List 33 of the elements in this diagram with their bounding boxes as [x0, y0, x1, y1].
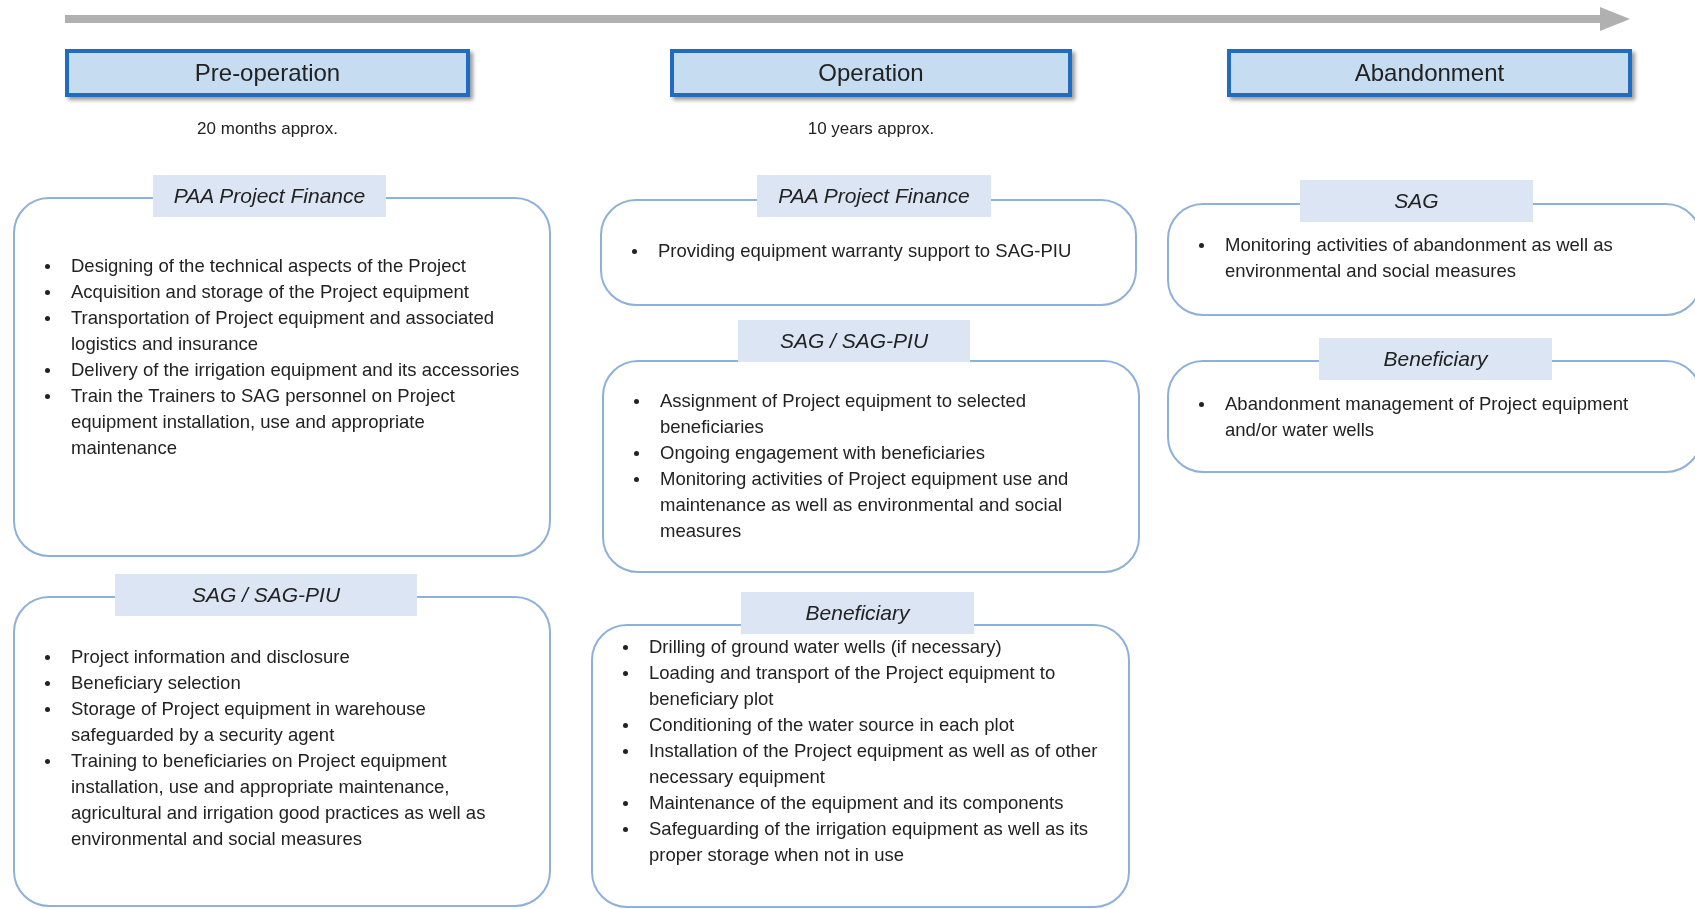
heading-tab: Beneficiary	[741, 592, 974, 634]
phase-header: Pre-operation	[65, 49, 470, 97]
bullet-item: Conditioning of the water source in each plot	[649, 714, 1015, 735]
bullet-item: Transportation of Project equipment and associated logistics and insurance	[71, 307, 494, 354]
bullet-item: Abandonment management of Project equipment and/or water wells	[1225, 393, 1629, 440]
bullet-item: Assignment of Project equipment to selected beneficiaries	[660, 390, 1027, 437]
bullet-item: Delivery of the irrigation equipment and its accessories	[71, 359, 520, 380]
bullet-item: Storage of Project equipment in warehouse safeguarded by a security agent	[71, 698, 426, 745]
heading-tab: PAA Project Finance	[757, 175, 991, 217]
bullet-item: Safeguarding of the irrigation equipment as well as its proper storage when not in use	[649, 818, 1089, 865]
bullet-item: Drilling of ground water wells (if necessary)	[649, 636, 1002, 657]
bullet-item: Monitoring activities of abandonment as well as environmental and social measures	[1225, 234, 1613, 281]
heading-tab: SAG / SAG-PIU	[738, 320, 970, 362]
duration-note: 10 years approx.	[807, 119, 935, 139]
bullet-item: Ongoing engagement with beneficiaries	[660, 442, 985, 463]
heading-tab: SAG / SAG-PIU	[115, 574, 417, 616]
bullet-item: Loading and transport of the Project equipment to beneficiary plot	[649, 662, 1056, 709]
heading-tab: PAA Project Finance	[153, 175, 386, 217]
bullet-item: Monitoring activities of Project equipment use and maintenance as well as environmental and social measures	[660, 468, 1069, 541]
bullet-item: Maintenance of the equipment and its components	[649, 792, 1064, 813]
bullet-item: Train the Trainers to SAG personnel on Project equipment installation, use and appropriate maintenance	[71, 385, 455, 458]
bullet-item: Project information and disclosure	[71, 646, 350, 667]
duration-note: 20 months approx.	[197, 119, 338, 139]
heading-tab: Beneficiary	[1319, 338, 1552, 380]
phase-header: Abandonment	[1227, 49, 1632, 97]
bullet-item: Providing equipment warranty support to SAG-PIU	[658, 240, 1072, 261]
bullet-item: Installation of the Project equipment as well as of other necessary equipment	[649, 740, 1098, 787]
bullet-item: Training to beneficiaries on Project equipment installation, use and appropriate maintenance, agricultural and irrigation good practices as well as environmental and social measures	[71, 750, 486, 849]
bullet-item: Acquisition and storage of the Project equipment	[71, 281, 469, 302]
heading-tab: SAG	[1300, 180, 1533, 222]
phase-header: Operation	[670, 49, 1072, 97]
bullet-item: Beneficiary selection	[71, 672, 241, 693]
bullet-item: Designing of the technical aspects of the Project	[71, 255, 466, 276]
